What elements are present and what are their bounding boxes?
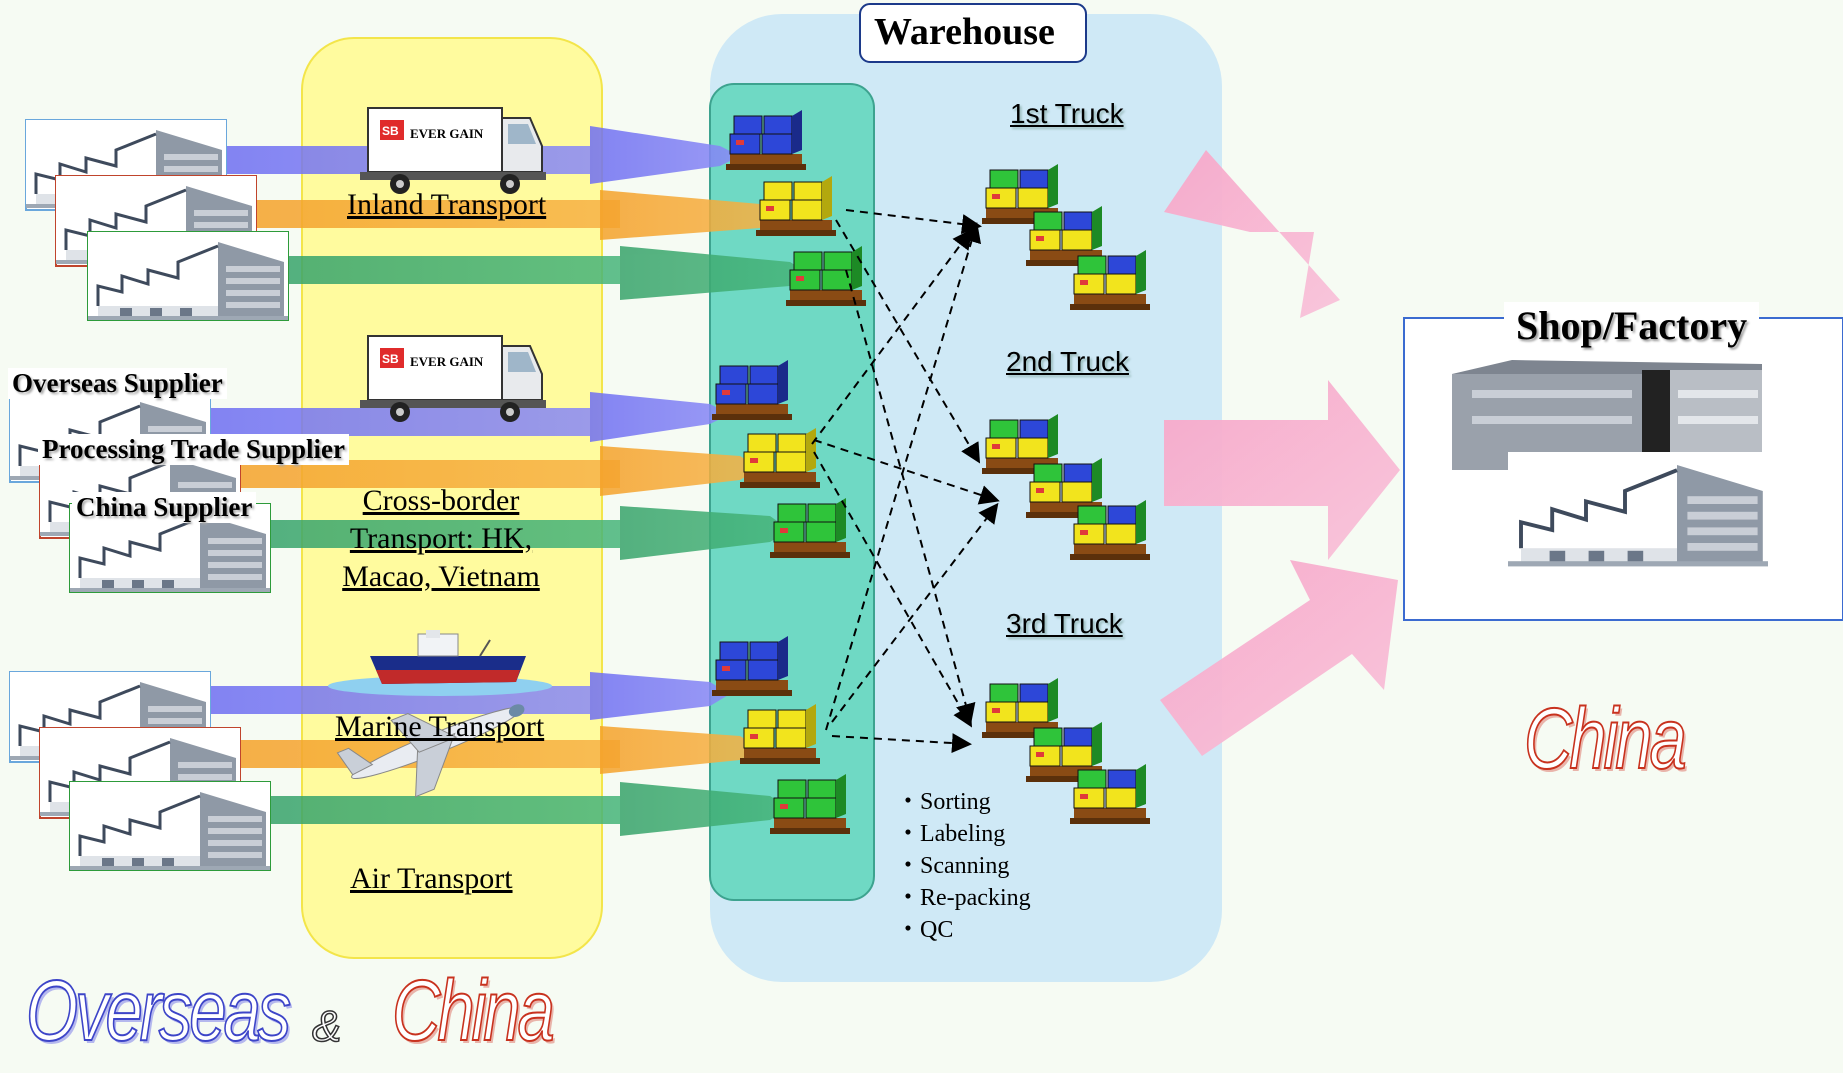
svg-text:EVER GAIN: EVER GAIN [410, 354, 484, 369]
inbound-arrows [590, 126, 810, 836]
warehouse-operations-list: ・Sorting ・Labeling ・Scanning ・Re-packing… [896, 786, 1031, 946]
svg-text:EVER GAIN: EVER GAIN [410, 126, 484, 141]
operation-scanning: ・Scanning [896, 853, 1010, 879]
warehouse-title-box [859, 3, 1087, 63]
svg-text:SB: SB [382, 352, 399, 366]
operation-sorting: ・Sorting [896, 789, 991, 815]
supplier-factories-bottom [8, 670, 272, 872]
footer-ampersand: & [311, 1001, 342, 1052]
crossborder-transport-label: Cross-border Transport: HK, Macao, Vietn… [332, 482, 550, 596]
footer-overseas: Overseas [25, 962, 292, 1060]
supplier-factories-middle [8, 390, 272, 594]
truck-2-label: 2nd Truck [1006, 346, 1129, 377]
truck-icon: SB EVER GAIN [360, 335, 546, 422]
china-supplier-label: China Supplier [72, 492, 257, 523]
warehouse-title: Warehouse [874, 11, 1055, 53]
truck-icon: SB EVER GAIN [360, 107, 546, 194]
footer-china: China [391, 962, 555, 1060]
destination-factory-icon [1506, 450, 1770, 569]
air-transport-label: Air Transport [350, 862, 513, 895]
svg-text:SB: SB [382, 124, 399, 138]
operation-qc: ・QC [896, 917, 954, 943]
operation-labeling: ・Labeling [896, 821, 1006, 847]
inland-transport-label: Inland Transport [347, 188, 547, 221]
crossborder-line-2: Transport: HK, [349, 522, 533, 555]
ship-icon [328, 630, 552, 696]
processing-supplier-label: Processing Trade Supplier [38, 434, 350, 465]
outbound-arrows [1160, 150, 1400, 756]
crossborder-line-1: Cross-border [362, 484, 520, 517]
marine-transport-label: Marine Transport [335, 710, 545, 743]
shop-factory-label: Shop/Factory [1504, 302, 1760, 349]
truck-3-label: 3rd Truck [1006, 608, 1123, 639]
truck-1-label: 1st Truck [1010, 98, 1124, 129]
sorting-arrows [811, 209, 1000, 754]
airplane-icon [336, 704, 525, 798]
overseas-supplier-label: Overseas Supplier [8, 368, 227, 399]
supplier-factories-top [24, 118, 290, 322]
china-region-label: China [1523, 690, 1687, 788]
operation-repacking: ・Re-packing [896, 885, 1031, 911]
crossborder-line-3: Macao, Vietnam [342, 560, 540, 593]
